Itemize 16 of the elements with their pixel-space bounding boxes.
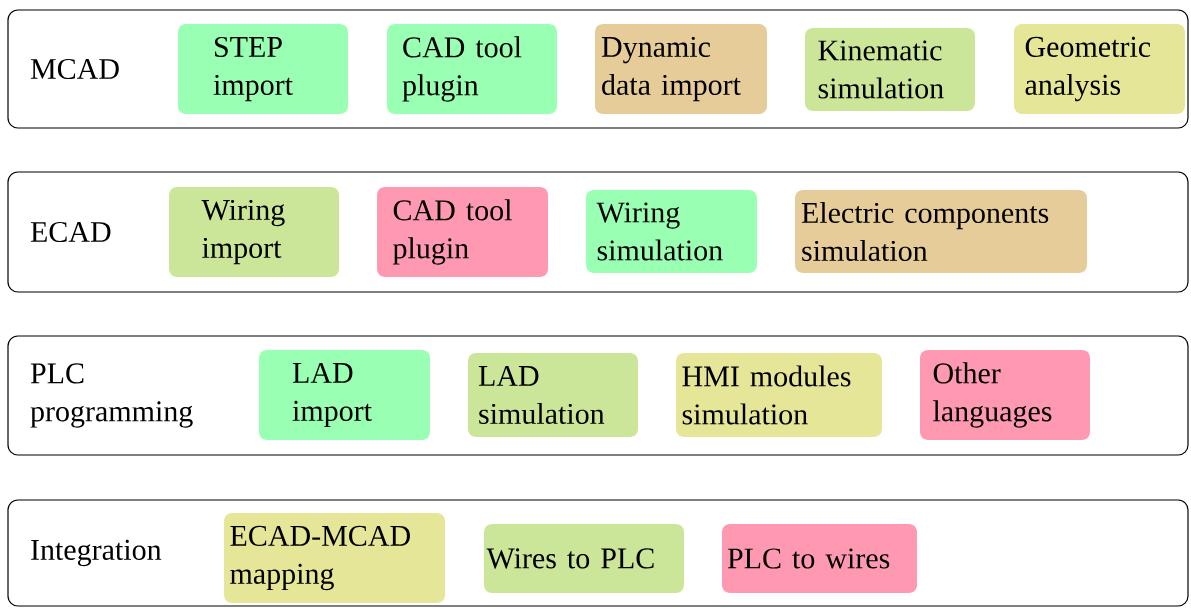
process-box: LAD import <box>259 350 430 440</box>
process-box: STEP import <box>178 24 348 114</box>
process-box: ECAD-MCAD mapping <box>224 513 445 603</box>
process-box: Electric components simulation <box>795 190 1087 273</box>
process-box: Dynamic data import <box>595 24 767 114</box>
process-box: Wires to PLC <box>484 524 684 593</box>
process-box: CAD tool plugin <box>387 24 557 114</box>
process-box: Wiring import <box>169 187 339 277</box>
process-box: Kinematic simulation <box>805 28 975 111</box>
process-box: Geometric analysis <box>1014 24 1185 114</box>
process-box: PLC to wires <box>722 524 917 593</box>
process-box: LAD simulation <box>468 353 638 437</box>
process-box: Other languages <box>920 350 1090 440</box>
process-box: HMI modules simulation <box>676 353 882 437</box>
process-box: CAD tool plugin <box>377 187 548 277</box>
process-box: Wiring simulation <box>586 190 757 273</box>
